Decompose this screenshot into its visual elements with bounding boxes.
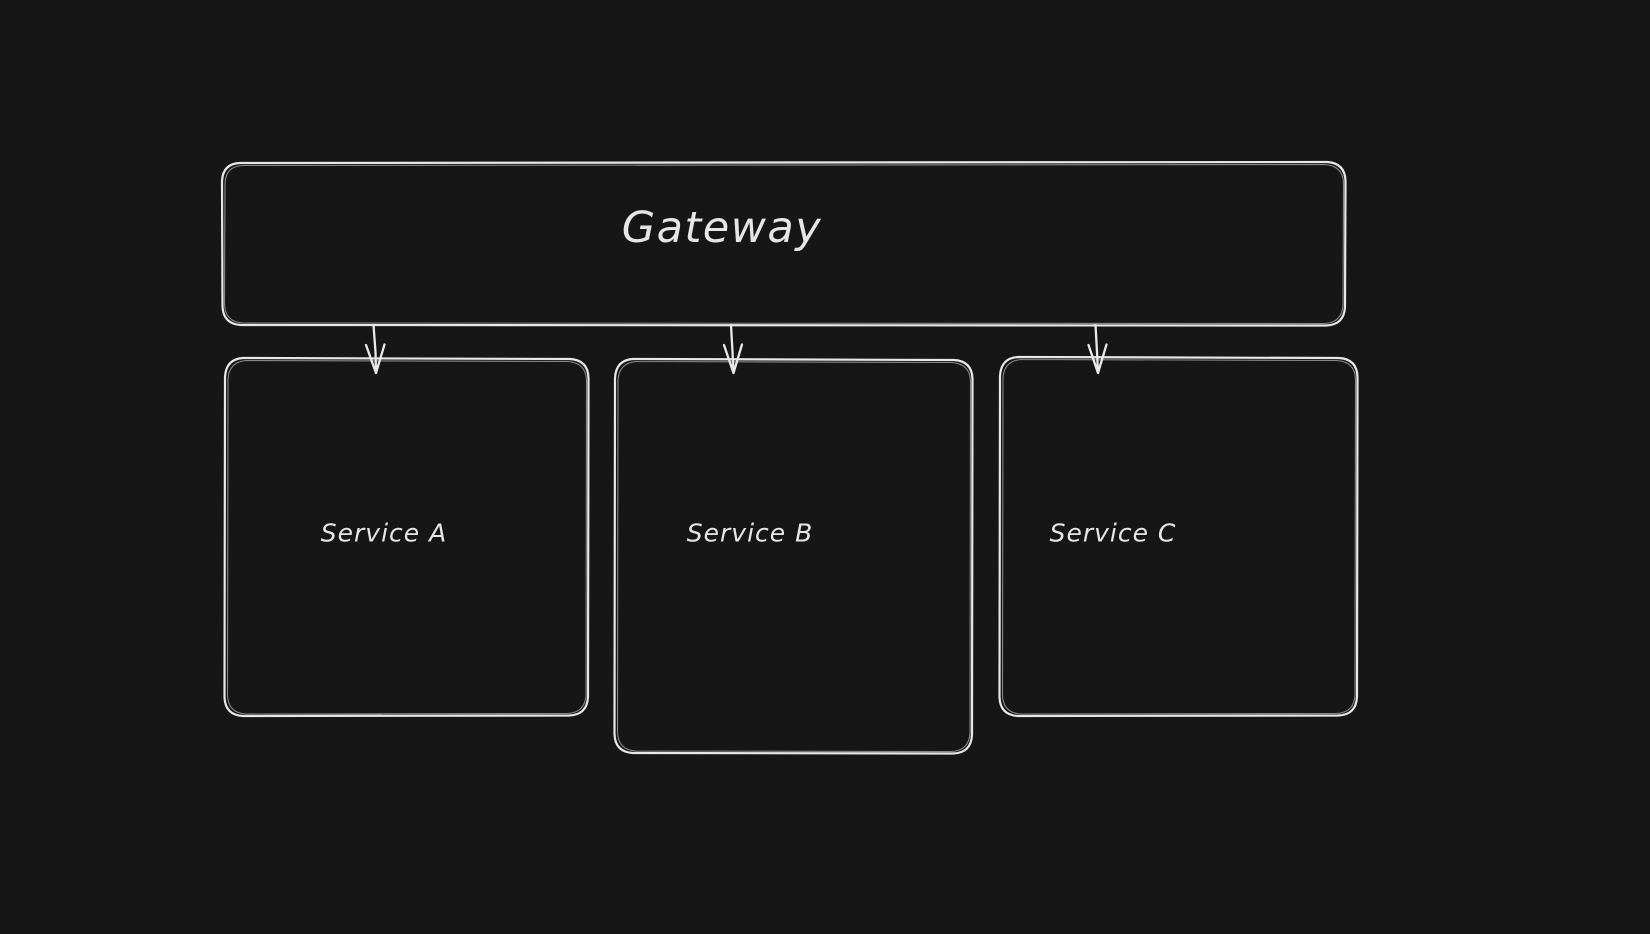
edge-gateway-service-a-line: [372, 323, 378, 374]
edge-gateway-service-c-arrowhead: [1087, 343, 1108, 375]
node-service-b[interactable]: [613, 357, 974, 755]
edge-gateway-service-b-arrowhead: [722, 343, 744, 375]
node-service-c[interactable]: [998, 355, 1359, 718]
edge-gateway-service-a-arrowhead: [364, 343, 386, 375]
edge-gateway-service-b: [722, 323, 744, 375]
gateway-box-outline: [220, 160, 1347, 327]
service-c-box-outline-sketch-pass: [1001, 358, 1357, 715]
edge-gateway-service-c-line: [1094, 323, 1100, 374]
edge-gateway-service-a: [364, 323, 386, 375]
service-a-box-outline-sketch-pass: [226, 359, 588, 715]
service-b-box-outline-sketch-pass: [616, 360, 972, 753]
service-b-box-outline: [613, 357, 974, 755]
service-c-box-outline: [998, 355, 1359, 718]
edge-gateway-service-c: [1087, 323, 1108, 375]
gateway-box-outline-sketch-pass: [223, 163, 1345, 325]
node-gateway[interactable]: [220, 160, 1347, 327]
edge-gateway-service-b-line: [729, 323, 735, 374]
service-a-box-outline: [223, 356, 590, 718]
node-service-a[interactable]: [223, 356, 590, 718]
